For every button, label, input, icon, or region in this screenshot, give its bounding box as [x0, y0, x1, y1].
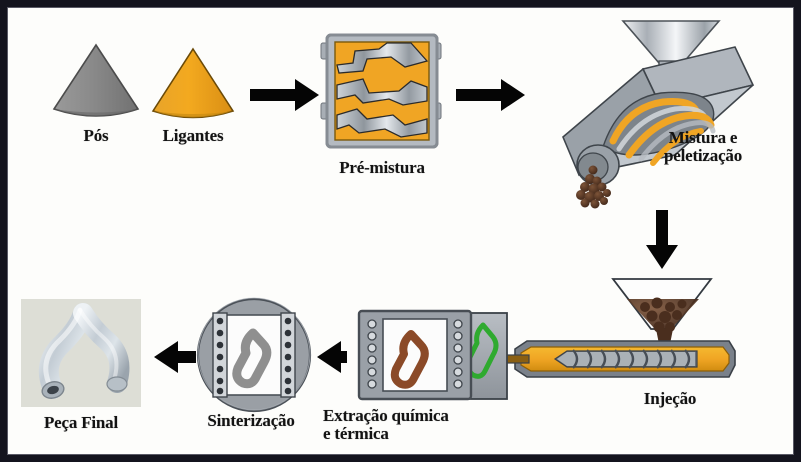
injection-molding-machine-icon [458, 278, 736, 400]
gray-cone-icon [52, 43, 140, 117]
arrow-mixing-to-injection [646, 210, 678, 269]
orange-cone-icon [151, 47, 235, 119]
stage-label-injection: Injeção [643, 389, 697, 408]
arrow-extraction-to-sintering [317, 341, 347, 373]
final-metal-part-icon [21, 299, 141, 407]
ribbon-mixer-box-icon [320, 33, 442, 149]
diagram-svg [21, 20, 755, 413]
stage-label-mixing-pelletizing: Mistura e peletização [663, 128, 743, 166]
extruder-pelletizer-icon [562, 20, 755, 209]
arrow-sintering-to-final [154, 341, 196, 373]
diagram-canvas: Pós Ligantes Pré-mistura Mistura e pelet… [7, 7, 794, 455]
stage-label-final-part: Peça Final [43, 413, 119, 432]
stage-label-powders: Pós [83, 126, 109, 145]
arrow-premix-to-mixing [456, 79, 525, 111]
stage-label-sintering: Sinterização [207, 411, 295, 430]
stage-label-premix: Pré-mistura [339, 158, 425, 177]
stage-label-binders: Ligantes [162, 126, 224, 145]
sintering-furnace-icon [196, 297, 312, 413]
arrow-binders-to-premix [250, 79, 319, 111]
debinding-furnace-icon [357, 309, 473, 401]
stage-label-chemical-thermal-extraction: Extração química e térmica [323, 406, 449, 444]
pellet-stream [576, 165, 611, 209]
